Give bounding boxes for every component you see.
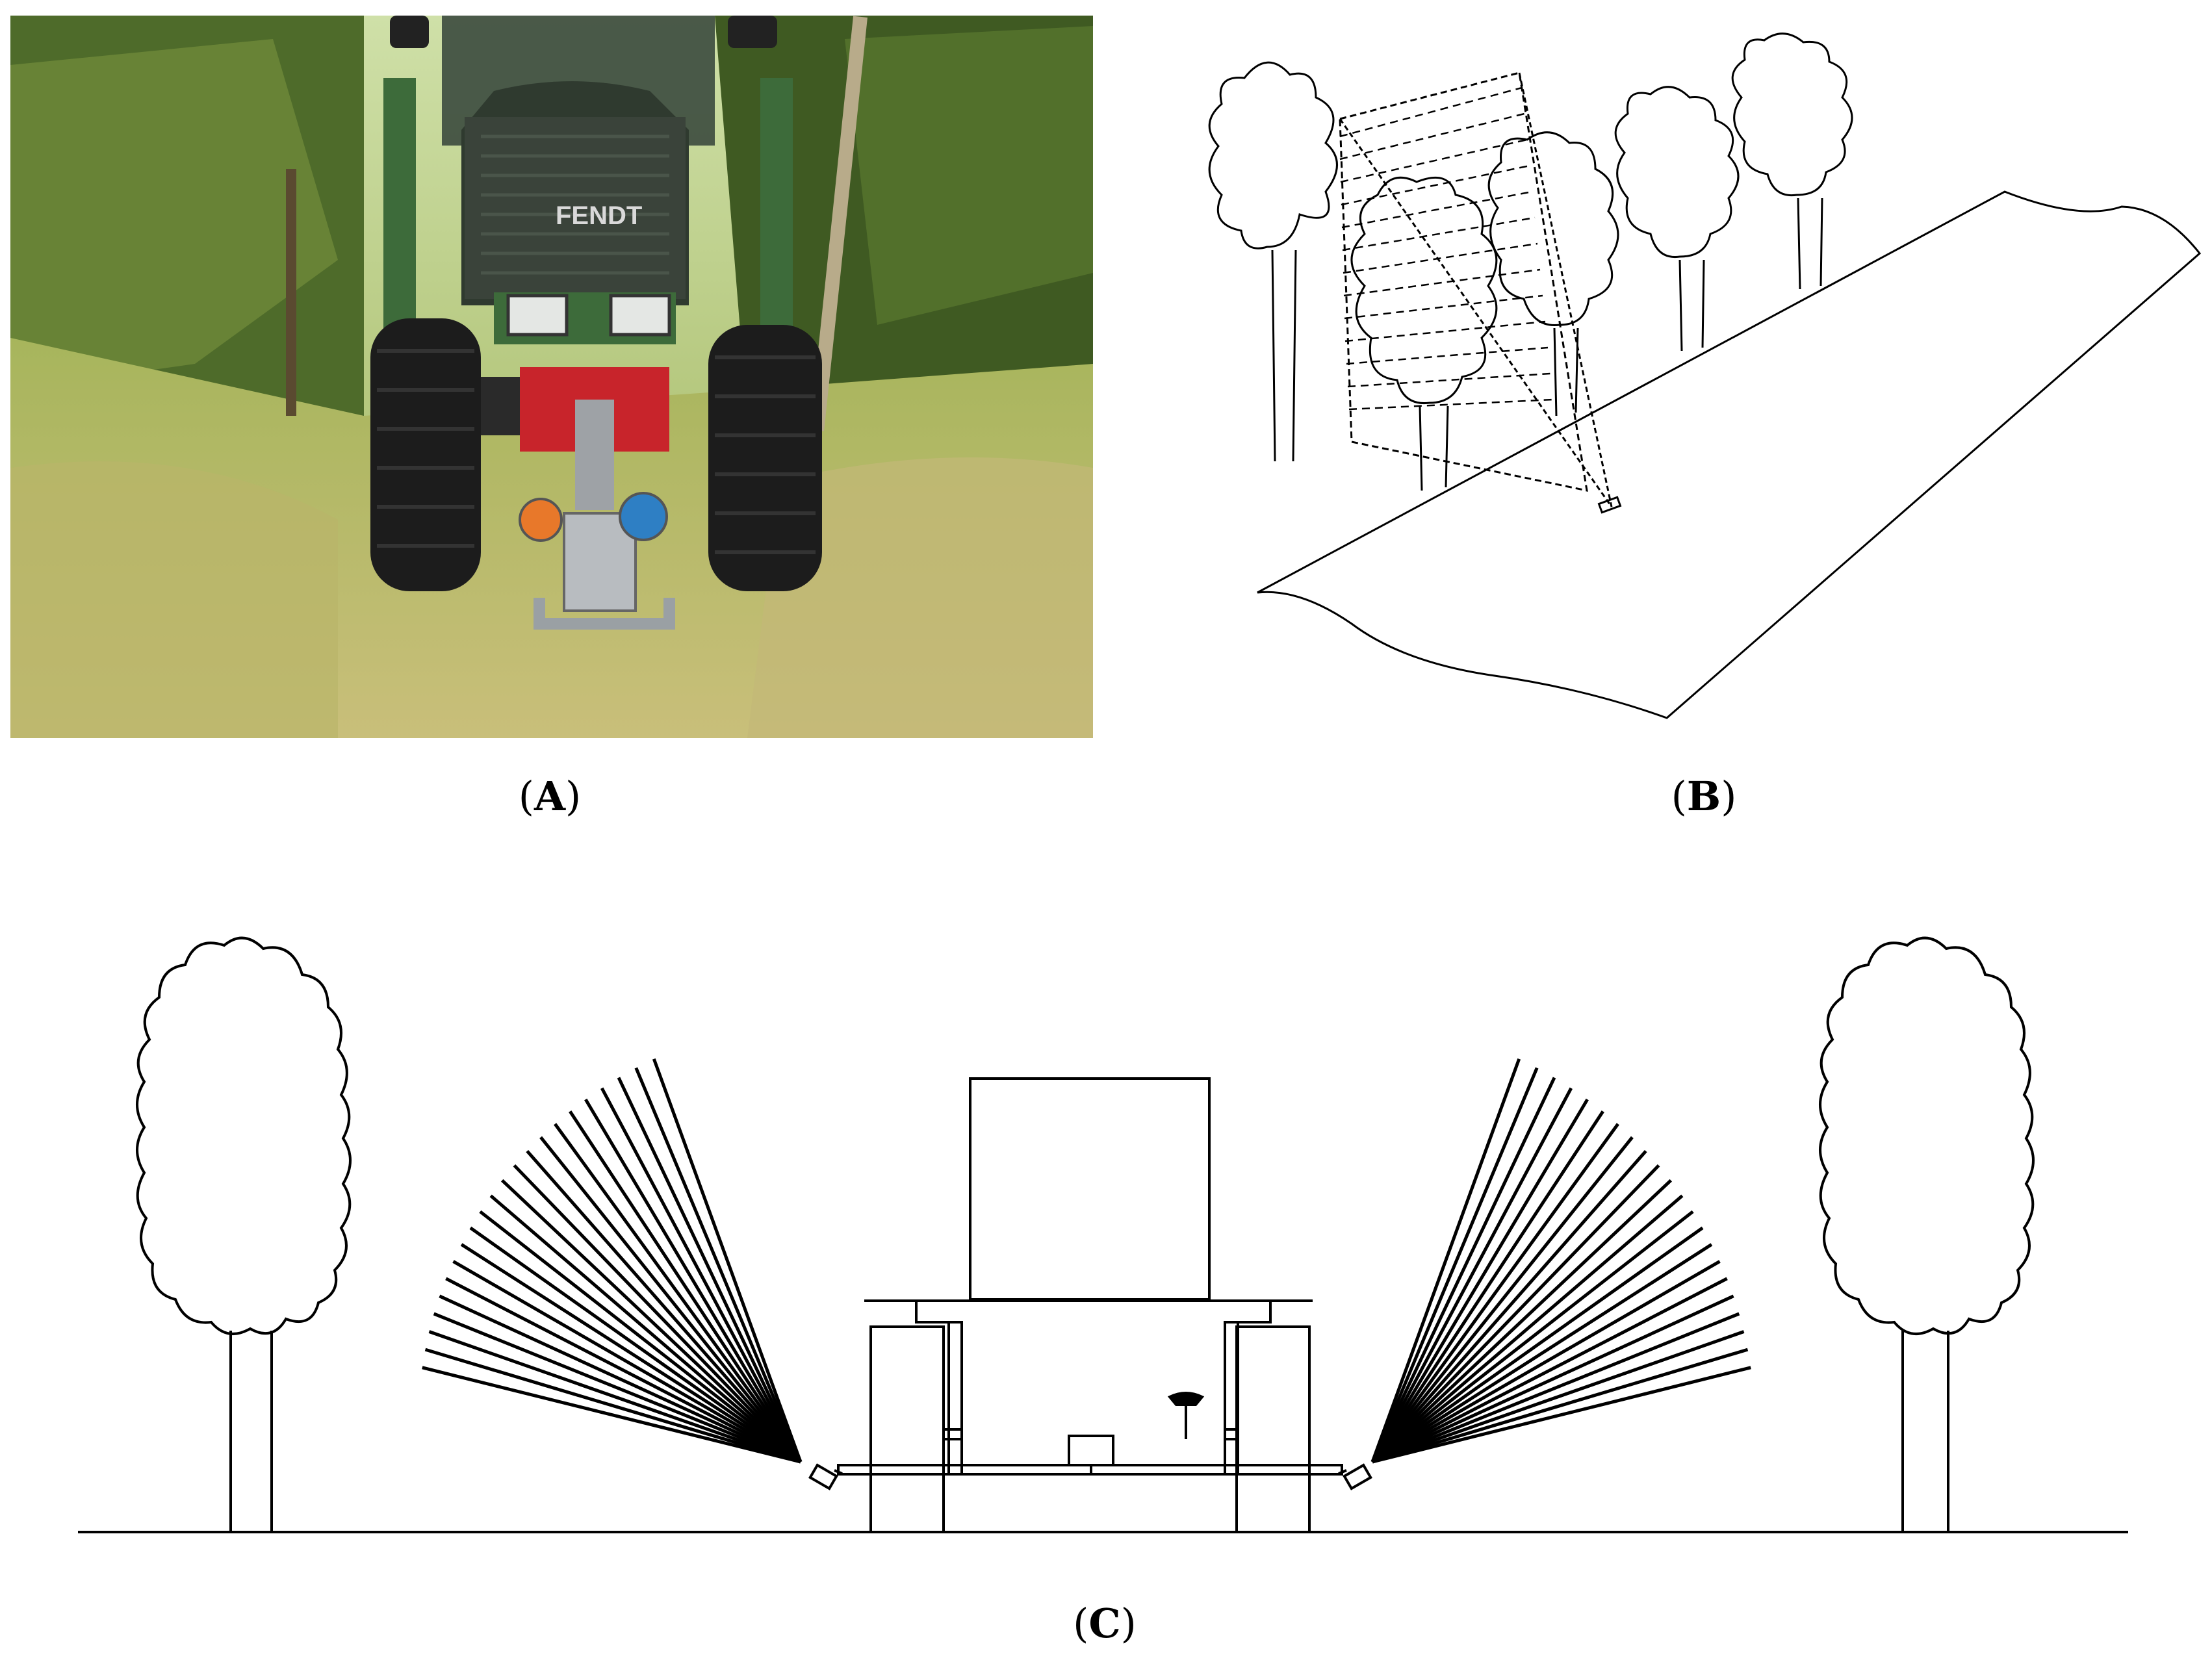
scan-ray (1372, 1330, 1745, 1464)
scan-ray (1370, 1067, 1539, 1463)
scan-ray (1371, 1294, 1734, 1464)
panel-a-photo: FENDT (10, 16, 1093, 738)
scan-ray (1372, 1366, 1751, 1464)
caption-b: (B) (1671, 773, 1737, 820)
scan-ray (1371, 1277, 1728, 1464)
scan-ray (422, 1366, 801, 1464)
panel-b-perspective (1208, 32, 2202, 719)
scan-ray (452, 1260, 802, 1464)
scan-ray (428, 1330, 801, 1464)
tractor-schematic (808, 1077, 1372, 1533)
scan-ray (1371, 1210, 1694, 1463)
cab (969, 1077, 1211, 1301)
left-wheel (869, 1325, 945, 1533)
control-box (1068, 1435, 1114, 1466)
right-wheel (1235, 1325, 1311, 1533)
scan-fan-left (422, 1058, 803, 1464)
ground-strip (1257, 190, 2202, 719)
scan-fan-right (1370, 1058, 1751, 1464)
scan-ray (1372, 1312, 1740, 1464)
panel-c-front-view (78, 936, 2128, 1533)
scan-ray (1370, 1098, 1589, 1463)
scan-ray (469, 1226, 802, 1464)
caption-a: (A) (519, 773, 582, 820)
scan-ray (1371, 1149, 1647, 1463)
scan-ray (1371, 1179, 1673, 1463)
scan-ray (1370, 1058, 1521, 1463)
scan-ray (1370, 1077, 1556, 1463)
scan-ray (1370, 1087, 1573, 1463)
scan-ray (1370, 1123, 1619, 1463)
scan-ray (1371, 1260, 1721, 1464)
tree-b-2 (1350, 176, 1498, 491)
right-lidar-sensor (1338, 1463, 1372, 1490)
sensor-box-b (1597, 496, 1622, 514)
scan-ray (526, 1149, 802, 1463)
scan-ray (569, 1110, 803, 1463)
scan-ray (433, 1312, 801, 1464)
scan-ray (489, 1194, 802, 1463)
sensor-ray-far (1518, 72, 1613, 507)
tree-b-4 (1614, 86, 1740, 352)
scan-ray (479, 1210, 802, 1463)
scan-ray (460, 1243, 802, 1464)
scan-ray (617, 1077, 803, 1463)
scan-ray (1371, 1194, 1684, 1463)
scan-ray (1371, 1136, 1634, 1463)
caption-c: (C) (1073, 1600, 1137, 1647)
antenna-icon (1167, 1392, 1205, 1439)
scan-ray (1371, 1226, 1704, 1464)
left-lidar-sensor (808, 1463, 843, 1490)
scan-ray (652, 1058, 803, 1463)
tractor-brand-logo: FENDT (556, 201, 642, 230)
scan-ray (500, 1179, 802, 1463)
tractor: FENDT (370, 16, 822, 630)
tree-b-3 (1487, 131, 1619, 416)
scan-ray (445, 1277, 802, 1464)
scan-ray (513, 1164, 802, 1463)
scan-ray (424, 1348, 801, 1464)
scan-ray (584, 1098, 803, 1463)
scan-ray (1372, 1348, 1749, 1464)
tree-c-right (1819, 936, 2035, 1532)
scan-ray (634, 1067, 803, 1463)
scan-ray (600, 1087, 803, 1463)
scan-ray (539, 1136, 802, 1463)
scan-lines (1339, 86, 1554, 411)
scan-plane (1339, 71, 1588, 492)
scan-ray (439, 1294, 802, 1464)
scan-ray (1371, 1164, 1660, 1463)
tree-b-1 (1208, 61, 1338, 462)
scan-ray (1371, 1243, 1713, 1464)
scan-ray (1370, 1110, 1604, 1463)
tree-c-left (136, 936, 352, 1532)
tree-b-5 (1731, 32, 1853, 290)
scan-ray (554, 1123, 803, 1463)
